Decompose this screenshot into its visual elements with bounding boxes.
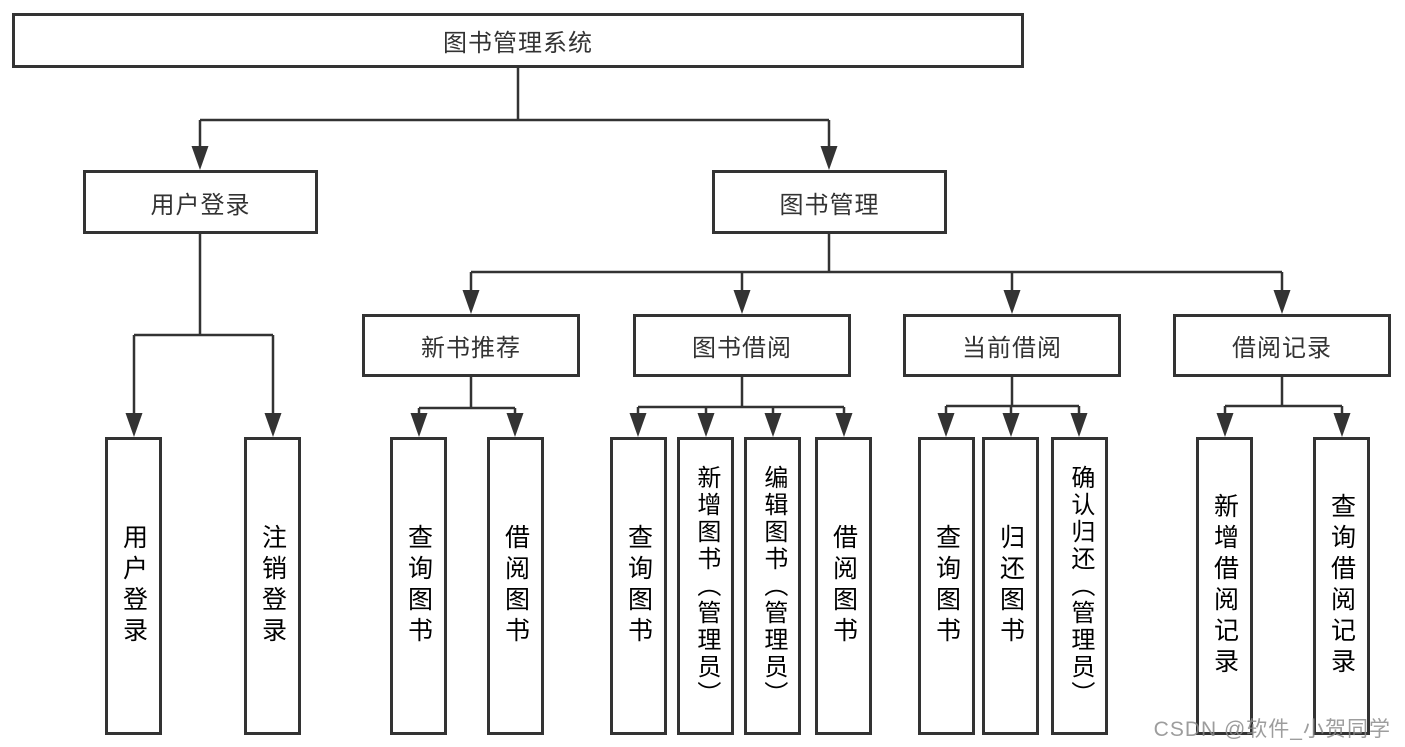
- leaf-borrow-book: 借阅图书: [815, 437, 872, 735]
- leaf-confirm-return-admin: 确认归还（管理员）: [1051, 437, 1108, 735]
- tree-edges: [132, 68, 1344, 418]
- node-user-login: 用户登录: [83, 170, 318, 234]
- node-label: 图书管理系统: [443, 30, 593, 57]
- leaf-user-login: 用户登录: [105, 437, 162, 735]
- node-label: 借阅图书: [829, 524, 858, 648]
- node-label: 确认归还（管理员）: [1066, 464, 1094, 708]
- node-label: 图书管理: [779, 191, 880, 219]
- node-label: 用户登录: [150, 191, 251, 219]
- node-new-book-recommend: 新书推荐: [362, 314, 580, 377]
- node-root-system: 图书管理系统: [12, 13, 1024, 68]
- node-label: 借阅记录: [1232, 335, 1332, 362]
- leaf-query-borrow-record: 查询借阅记录: [1313, 437, 1370, 735]
- node-label: 查询图书: [404, 524, 433, 648]
- node-label: 归还图书: [996, 524, 1025, 648]
- node-label: 新书推荐: [421, 335, 521, 362]
- node-label: 用户登录: [119, 524, 148, 648]
- node-book-borrow: 图书借阅: [633, 314, 851, 377]
- node-current-borrow: 当前借阅: [903, 314, 1121, 377]
- node-label: 借阅图书: [501, 524, 530, 648]
- leaf-add-borrow-record: 新增借阅记录: [1196, 437, 1253, 735]
- node-label: 图书借阅: [692, 335, 792, 362]
- node-label: 查询图书: [932, 524, 961, 648]
- node-label: 新增图书（管理员）: [692, 464, 720, 708]
- leaf-borrow-book-recommend: 借阅图书: [487, 437, 544, 735]
- leaf-edit-book-admin: 编辑图书（管理员）: [744, 437, 801, 735]
- node-label: 当前借阅: [962, 335, 1062, 362]
- node-label: 查询图书: [624, 524, 653, 648]
- node-label: 编辑图书（管理员）: [759, 464, 787, 708]
- leaf-logout: 注销登录: [244, 437, 301, 735]
- node-borrow-records: 借阅记录: [1173, 314, 1391, 377]
- node-label: 注销登录: [258, 524, 287, 648]
- node-label: 新增借阅记录: [1210, 493, 1239, 679]
- csdn-watermark: CSDN @软件_小贺同学: [1153, 718, 1391, 741]
- leaf-query-books-recommend: 查询图书: [390, 437, 447, 735]
- arrowheads: [125, 146, 1351, 437]
- leaf-query-books-current: 查询图书: [918, 437, 975, 735]
- node-book-management: 图书管理: [712, 170, 947, 234]
- leaf-query-books-borrow: 查询图书: [610, 437, 667, 735]
- leaf-return-book: 归还图书: [982, 437, 1039, 735]
- node-label: 查询借阅记录: [1327, 493, 1356, 679]
- leaf-add-book-admin: 新增图书（管理员）: [677, 437, 734, 735]
